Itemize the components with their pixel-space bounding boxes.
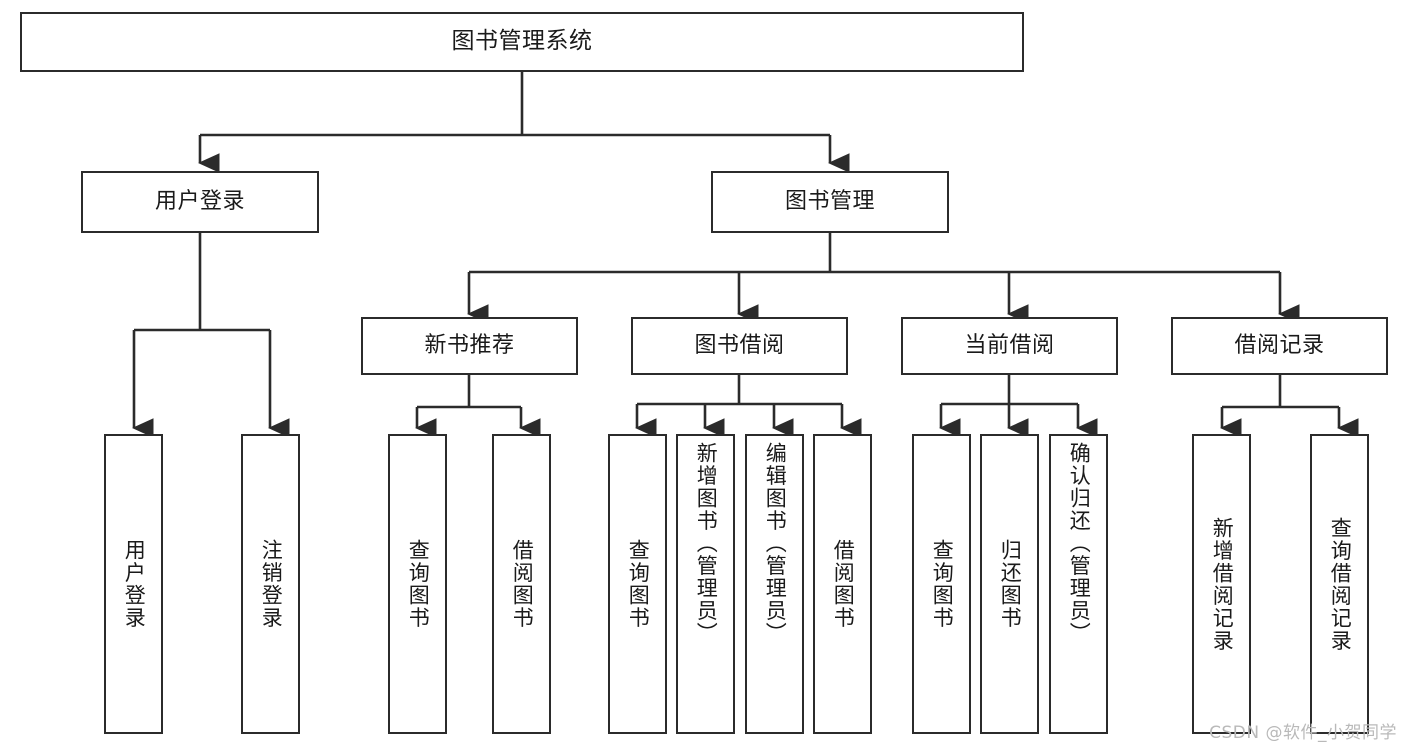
node-leaf-query-books-recommend[interactable]: 查询图书 xyxy=(388,434,447,734)
node-leaf-borrow-books-recommend[interactable]: 借阅图书 xyxy=(492,434,551,734)
node-label: 借阅图书 xyxy=(831,539,856,629)
node-label: 图书管理系统 xyxy=(451,28,593,55)
node-label: 编辑图书（管理员） xyxy=(763,442,788,645)
node-user-login[interactable]: 用户登录 xyxy=(81,171,319,233)
node-current-borrowing[interactable]: 当前借阅 xyxy=(901,317,1118,375)
node-leaf-query-books-current[interactable]: 查询图书 xyxy=(912,434,971,734)
node-label: 注销登录 xyxy=(259,539,284,629)
node-leaf-query-books-borrow[interactable]: 查询图书 xyxy=(608,434,667,734)
node-book-borrowing[interactable]: 图书借阅 xyxy=(631,317,848,375)
node-leaf-add-borrow-record[interactable]: 新增借阅记录 xyxy=(1192,434,1251,734)
node-leaf-confirm-return-admin[interactable]: 确认归还（管理员） xyxy=(1049,434,1108,734)
node-label: 新增借阅记录 xyxy=(1210,516,1235,652)
node-leaf-edit-book-admin[interactable]: 编辑图书（管理员） xyxy=(745,434,804,734)
node-borrowing-records[interactable]: 借阅记录 xyxy=(1171,317,1388,375)
node-leaf-add-book-admin[interactable]: 新增图书（管理员） xyxy=(676,434,735,734)
watermark-text: CSDN @软件_小贺同学 xyxy=(1209,723,1397,743)
node-label: 新书推荐 xyxy=(424,332,515,358)
node-leaf-query-borrow-record[interactable]: 查询借阅记录 xyxy=(1310,434,1369,734)
node-label: 确认归还（管理员） xyxy=(1067,442,1092,645)
node-leaf-return-books[interactable]: 归还图书 xyxy=(980,434,1039,734)
node-label: 用户登录 xyxy=(154,188,245,214)
node-label: 当前借阅 xyxy=(964,332,1055,358)
node-label: 查询借阅记录 xyxy=(1328,516,1353,652)
node-label: 用户登录 xyxy=(122,539,147,629)
node-label: 新增图书（管理员） xyxy=(694,442,719,645)
node-label: 查询图书 xyxy=(930,539,955,629)
node-leaf-logout[interactable]: 注销登录 xyxy=(241,434,300,734)
node-label: 查询图书 xyxy=(406,539,431,629)
node-label: 归还图书 xyxy=(998,539,1023,629)
node-leaf-borrow-books[interactable]: 借阅图书 xyxy=(813,434,872,734)
node-label: 借阅记录 xyxy=(1234,332,1325,358)
node-leaf-user-login[interactable]: 用户登录 xyxy=(104,434,163,734)
node-root-book-management-system[interactable]: 图书管理系统 xyxy=(20,12,1024,72)
node-label: 图书借阅 xyxy=(694,332,785,358)
node-label: 借阅图书 xyxy=(510,539,535,629)
node-new-book-recommendation[interactable]: 新书推荐 xyxy=(361,317,578,375)
node-label: 查询图书 xyxy=(626,539,651,629)
node-book-management[interactable]: 图书管理 xyxy=(711,171,949,233)
node-label: 图书管理 xyxy=(784,188,875,214)
